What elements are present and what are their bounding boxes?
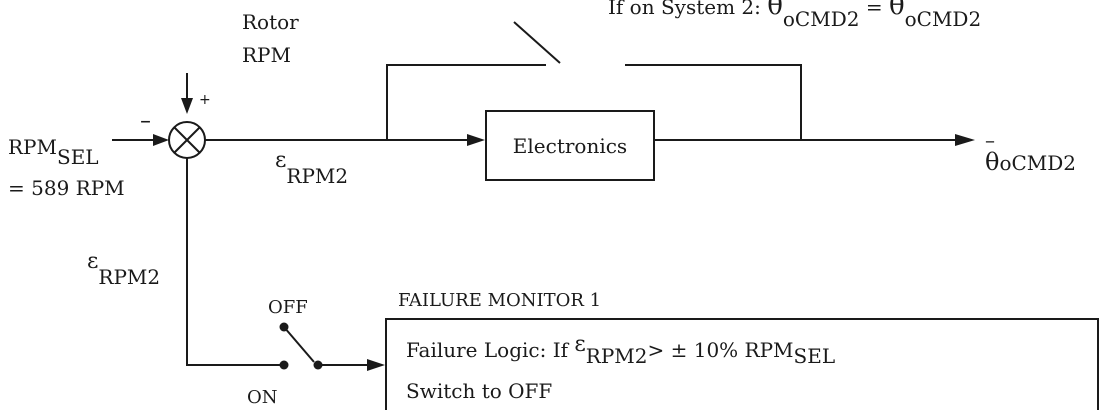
failure-action: Switch to OFF — [406, 379, 552, 403]
rotor-plus-sign: + — [199, 92, 211, 108]
electronics-block: Electronics — [485, 110, 655, 181]
branch-error-subscript: RPM2 — [98, 265, 160, 289]
rotor-input-arrowhead — [181, 98, 193, 114]
system2-note-equals: = — [859, 0, 888, 19]
error-signal-subscript: RPM2 — [286, 164, 348, 188]
summing-junction-cross-b — [173, 126, 201, 154]
summing-junction — [168, 121, 206, 159]
monitor-branch-line — [186, 158, 285, 366]
bypass-left-segment — [386, 64, 546, 140]
svg-text:εRPM2: εRPM2 — [87, 249, 160, 289]
rpm-sel-value: = 589 RPM — [8, 176, 125, 200]
failure-monitor-box — [385, 318, 1099, 410]
forward-path — [205, 21, 975, 146]
failure-logic-condition: > ± 10% RPM — [647, 338, 793, 362]
svg-text:Failure Logic: If εRPM2> ± 10: Failure Logic: If εRPM2> ± 10% RPMSEL — [406, 332, 835, 368]
svg-text:RPMSEL: RPMSEL — [8, 135, 99, 169]
monitor-branch: OFF ON εRPM2 — [87, 158, 385, 408]
system2-note-prefix: If on System 2: — [608, 0, 767, 19]
monitor-input-arrowhead — [367, 359, 385, 371]
failure-monitor-title: FAILURE MONITOR 1 — [398, 290, 601, 311]
svg-text:If on System 2: θoCMD2 = θoCMD: If on System 2: θoCMD2 = θoCMD2 — [608, 0, 981, 31]
output-label: – θoCMD2 — [985, 128, 1076, 176]
system2-note-theta-2: θ — [889, 0, 905, 21]
rotor-rpm-input: Rotor RPM + — [181, 10, 299, 114]
failure-monitor-block: FAILURE MONITOR 1 Failure Logic: If εRPM… — [385, 290, 1099, 410]
rotor-label-line2: RPM — [242, 43, 291, 67]
system2-note-sub-1: oCMD2 — [783, 7, 860, 31]
failure-logic-prefix: Failure Logic: If — [406, 338, 574, 362]
system2-note-sub-2: oCMD2 — [905, 7, 982, 31]
svg-text:εRPM2: εRPM2 — [275, 148, 348, 188]
rotor-label-line1: Rotor — [242, 10, 299, 34]
svg-text:θoCMD2: θoCMD2 — [985, 148, 1076, 176]
rpm-sel-minus-sign: – — [140, 109, 151, 134]
system2-note-theta-1: θ — [767, 0, 783, 21]
switch-off-label: OFF — [268, 297, 308, 318]
output-subscript: oCMD2 — [999, 151, 1076, 175]
switch-pivot-dot — [279, 360, 289, 370]
rpm-sel-subscript: SEL — [57, 145, 99, 169]
electronics-input-arrowhead — [467, 134, 485, 146]
rpm-sel-label: RPM — [8, 135, 57, 159]
branch-error-epsilon: ε — [87, 249, 98, 274]
switch-blade — [283, 326, 315, 363]
failure-logic-epsilon-subscript: RPM2 — [586, 344, 648, 368]
rpm-sel-input: RPMSEL = 589 RPM – — [8, 109, 169, 200]
error-signal-label: εRPM2 — [275, 148, 348, 188]
electronics-label: Electronics — [513, 134, 627, 158]
rpm-sel-arrowhead — [153, 134, 169, 146]
output-arrowhead — [955, 134, 975, 146]
switch-on-label: ON — [247, 387, 278, 408]
failure-logic-epsilon: ε — [574, 332, 585, 357]
bypass-open-switch-blade — [513, 21, 561, 64]
system2-note: If on System 2: θoCMD2 = θoCMD2 — [608, 0, 981, 31]
electronics-box — [485, 110, 655, 181]
error-signal-epsilon: ε — [275, 148, 286, 173]
bypass-right-segment — [625, 64, 802, 140]
output-overbar: – — [985, 128, 995, 152]
output-theta: θ — [985, 148, 999, 176]
failure-logic-condition-subscript: SEL — [794, 344, 836, 368]
